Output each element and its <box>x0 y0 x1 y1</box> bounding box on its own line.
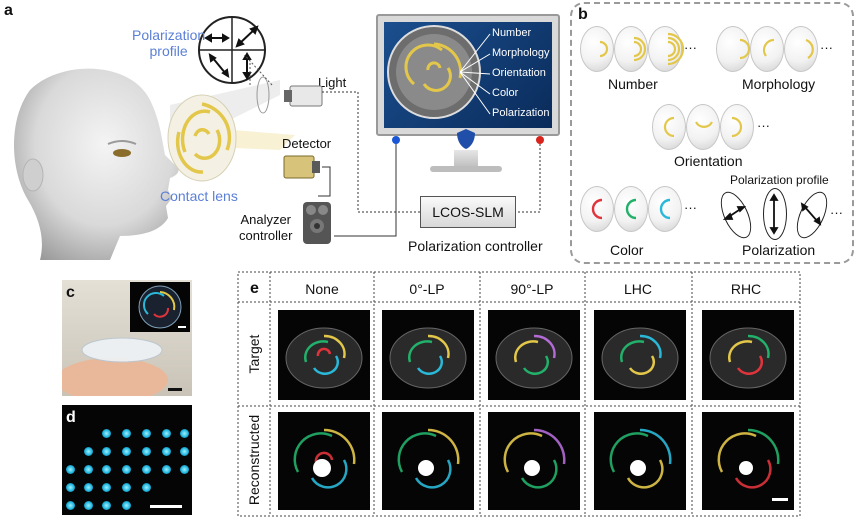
target-image-0-lp <box>382 310 474 400</box>
lens-morphology-2 <box>750 26 784 72</box>
color-label: Color <box>610 242 644 258</box>
lens-color-1 <box>580 186 614 232</box>
polarization-arrows <box>722 193 822 235</box>
analyzer-controller-label: Analyzer controller <box>239 212 293 243</box>
panel-label-c: c <box>66 284 75 301</box>
panel-d-photo: d <box>62 405 192 515</box>
polarization-label: Polarization <box>742 242 816 258</box>
panel-c-inset <box>130 282 190 332</box>
monitor-menu-polarization[interactable]: Polarization <box>492 107 550 119</box>
reconstructed-image-0-lp <box>382 412 474 510</box>
number-patterns <box>599 32 685 66</box>
morphology-label: Morphology <box>742 76 816 92</box>
target-image-lhc <box>594 310 686 400</box>
target-image-90-lp <box>488 310 580 400</box>
lens-color-3 <box>648 186 682 232</box>
polarization-ellipsis: ··· <box>830 205 843 220</box>
column-header-none: None <box>305 281 339 297</box>
column-header-rhc: RHC <box>730 281 762 297</box>
polarization-profile-label: Polarization profile <box>132 27 206 59</box>
polarization-profile-icon <box>198 16 266 84</box>
orientation-patterns <box>663 116 743 138</box>
monitor-stand <box>454 150 478 168</box>
panel-c-scale-bar <box>168 388 182 391</box>
morphology-patterns <box>739 38 814 60</box>
monitor-lens-preview <box>387 25 481 119</box>
orientation-ellipsis: ··· <box>757 118 770 133</box>
lens-number-2 <box>614 26 648 72</box>
polarization-profile-caption: Polarization profile <box>730 173 829 187</box>
detector-label: Detector <box>282 136 332 151</box>
reconstructed-image-90-lp <box>488 412 580 510</box>
human-head-illustration <box>14 68 179 260</box>
panel-label-e: e <box>250 280 259 297</box>
orientation-label: Orientation <box>674 153 743 169</box>
panel-e-scale-bar <box>772 498 788 501</box>
panel-label-a: a <box>4 2 13 19</box>
lens-number-1 <box>580 26 614 72</box>
detector-icon <box>283 155 320 179</box>
reconstructed-image-lhc <box>594 412 686 510</box>
column-header-90-lp: 90°-LP <box>510 281 554 297</box>
lcos-slm-label: LCOS-SLM <box>432 204 504 220</box>
target-image-rhc <box>702 310 794 400</box>
contact-lens-label: Contact lens <box>160 188 238 204</box>
panel-label-d: d <box>66 409 76 426</box>
lcos-slm-device: LCOS-SLM <box>420 196 516 228</box>
panel-label-b: b <box>578 6 588 23</box>
number-ellipsis: ··· <box>684 40 697 55</box>
monitor-menu-color[interactable]: Color <box>492 87 519 99</box>
monitor-base <box>430 166 502 172</box>
lens-color-2 <box>614 186 648 232</box>
monitor-menu-orientation[interactable]: Orientation <box>492 67 546 79</box>
finger-with-lens <box>62 337 168 396</box>
reconstructed-image-rhc <box>702 412 794 510</box>
column-header-lhc: LHC <box>623 281 652 297</box>
lens-number-3 <box>648 26 682 72</box>
number-label: Number <box>608 76 658 92</box>
contact-lens-graphic <box>167 94 237 182</box>
analyzer-controller-icon <box>303 202 331 244</box>
row-label-target: Target <box>246 334 262 374</box>
target-image-none <box>278 310 370 400</box>
panel-d-scale-bar <box>150 505 182 508</box>
polarization-controller-label: Polarization controller <box>408 238 543 254</box>
morphology-ellipsis: ··· <box>820 40 833 55</box>
column-header-0-lp: 0°-LP <box>409 281 445 297</box>
shield-icon <box>457 129 475 149</box>
lens-orientation-3 <box>720 104 754 150</box>
lens-orientation-1 <box>652 104 686 150</box>
color-patterns <box>591 198 671 220</box>
monitor-menu-morphology[interactable]: Morphology <box>492 47 550 59</box>
lens-morphology-3 <box>784 26 818 72</box>
light-label: Light <box>318 75 347 90</box>
monitor-menu-number[interactable]: Number <box>492 27 532 39</box>
inset-lens-image <box>138 285 182 329</box>
inset-scale-bar <box>178 326 186 328</box>
menu-pointer-lines <box>460 33 491 115</box>
panel-b-frame <box>570 2 854 264</box>
reconstructed-image-none <box>278 412 370 510</box>
color-ellipsis: ··· <box>684 200 697 215</box>
row-label-reconstructed: Reconstructed <box>246 414 262 506</box>
light-source-icon <box>284 85 323 107</box>
